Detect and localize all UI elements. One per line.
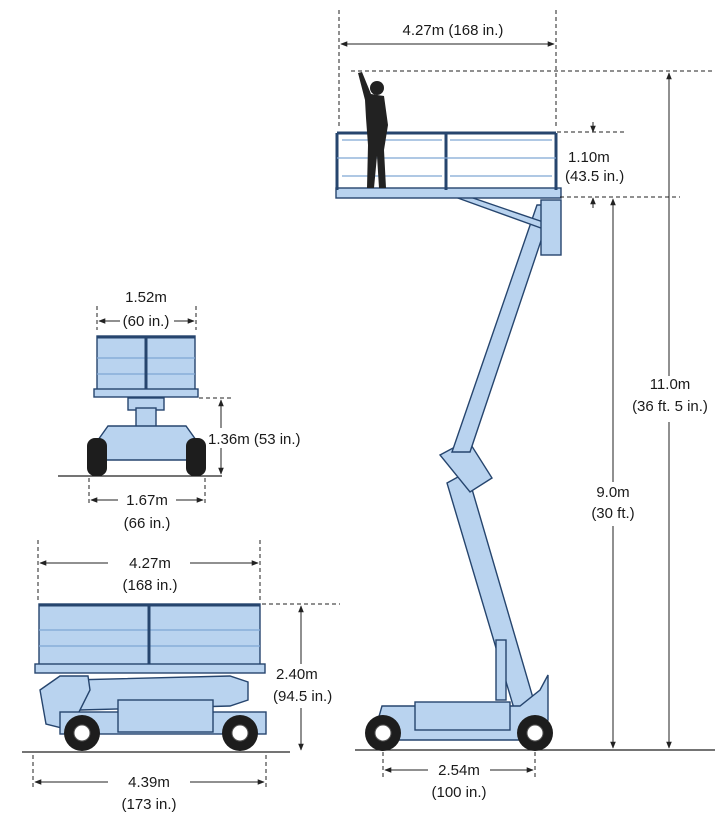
stowed-overall-length-in-label: (173 in.)	[121, 796, 176, 813]
stowed-platform-length-m-label: 4.27m	[129, 555, 171, 572]
ext-platform-width-label: 4.27m (168 in.)	[403, 22, 504, 39]
stowed-chassis-box	[117, 699, 214, 733]
rail-height-in-label: (43.5 in.)	[565, 168, 624, 185]
worker-silhouette	[358, 72, 388, 188]
front-platform	[93, 335, 199, 398]
wheelbase-m-label: 2.54m	[438, 762, 480, 779]
extended-platform-deck	[335, 187, 562, 199]
stowed-overall-length-m-label: 4.39m	[128, 774, 170, 791]
upper-boom	[451, 204, 554, 453]
front-wheel-right	[517, 715, 553, 751]
front-chassis	[97, 425, 197, 461]
stowed-height-label-bg	[272, 664, 340, 708]
front-platform-width-in-label: (60 in.)	[123, 313, 170, 330]
front-height-label-bg	[206, 428, 310, 448]
wheelbase-in-label: (100 in.)	[431, 784, 486, 801]
max-height-in-label: (36 ft. 5 in.)	[632, 398, 708, 415]
rear-wheel-right	[365, 715, 401, 751]
extended-lift-view: 4.27m (168 in.) 1.10m (43.5 in.) 11.0m (…	[335, 10, 715, 801]
front-right-wheel	[186, 438, 206, 476]
stowed-platform-length-in-label: (168 in.)	[122, 577, 177, 594]
stowed-side-view: 4.27m (168 in.) 2.40m (94.5 in.) 4.39m (…	[22, 540, 340, 813]
front-platform-width-m-label: 1.52m	[125, 289, 167, 306]
stowed-front-wheel	[222, 715, 258, 751]
stowed-height-m-label: 2.40m	[276, 666, 318, 683]
rail-height-m-label: 1.10m	[568, 149, 610, 166]
stowed-rear-wheel	[64, 715, 100, 751]
platform-height-m-label: 9.0m	[596, 484, 629, 501]
front-stowed-height-label: 1.36m (53 in.)	[208, 431, 301, 448]
platform-bracket	[540, 199, 562, 256]
lower-boom	[446, 470, 539, 723]
platform-height-in-label: (30 ft.)	[591, 505, 634, 522]
stowed-height-in-label: (94.5 in.)	[273, 688, 332, 705]
front-overall-width-in-label: (66 in.)	[124, 515, 171, 532]
stowed-jib	[39, 675, 91, 731]
chassis-box-right	[414, 701, 511, 731]
front-overall-width-m-label: 1.67m	[126, 492, 168, 509]
max-height-m-label: 11.0m	[650, 376, 691, 393]
lift-cylinder	[495, 639, 507, 701]
stowed-platform	[34, 603, 266, 674]
front-view: 1.52m (60 in.) 1.36m (53 in.) 1.67m (66 …	[58, 289, 310, 532]
platform-height-label-bg	[588, 482, 638, 526]
front-left-wheel	[87, 438, 107, 476]
max-height-label-bg	[630, 376, 710, 422]
